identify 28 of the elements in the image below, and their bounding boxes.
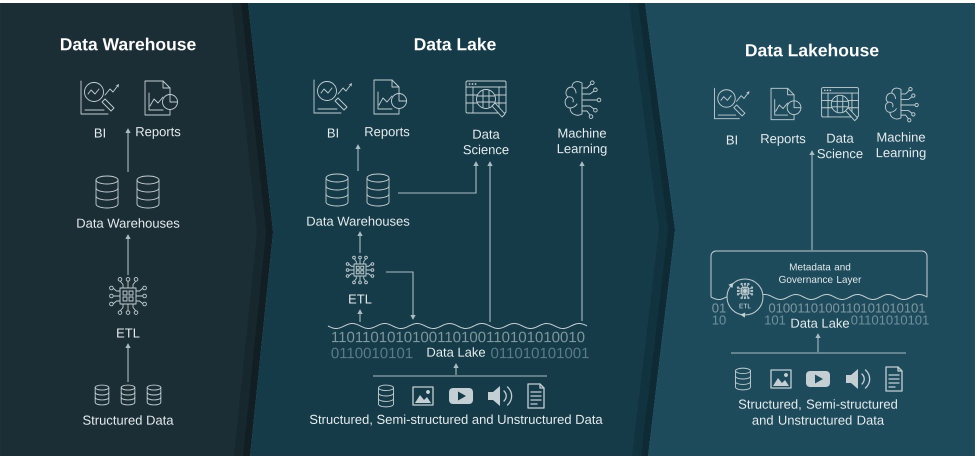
layer-box: Metadata and Governance Layer [710,250,928,300]
binary-digits: 101 [765,315,786,325]
icon-label: BI [328,128,338,138]
icon-label: Data Science [817,134,863,158]
icon-label: Reports [365,127,410,139]
icon-label: Structured, Semi-structured and Unstructured Data [310,414,603,426]
lake-label: Data Lake [791,318,850,328]
binary-digits: 10 [712,315,726,325]
icon-label: ETL [117,328,140,338]
binary-digits: 0110010101 [331,348,412,358]
icon-label: Structured, Semi-structured and Unstructured Data [738,399,897,425]
icon-label: Machine Learning [558,128,606,156]
icon-label: Structured Data [83,415,174,425]
icon-label: Reports [761,134,806,146]
icon-label: ETL [349,294,372,304]
icon-label: Data Warehouses [77,218,180,228]
binary-digits: 01 [712,303,726,313]
icon-label: Reports [136,127,180,139]
icon-label: Data Warehouses [307,216,410,226]
icon-label: Data Science [463,130,509,154]
lake-label: Data Lake [427,347,486,357]
icon-label: Machine Learning [876,132,926,160]
binary-digits: 011010101001 [491,348,589,358]
icon-label: BI [726,136,737,144]
binary-digits: 1101101010100110100110101010010 [332,332,584,342]
binary-digits: 0100110100110101010101 [768,303,925,313]
icon-label: BI [94,128,105,138]
binary-digits: 01101010101 [851,315,929,325]
